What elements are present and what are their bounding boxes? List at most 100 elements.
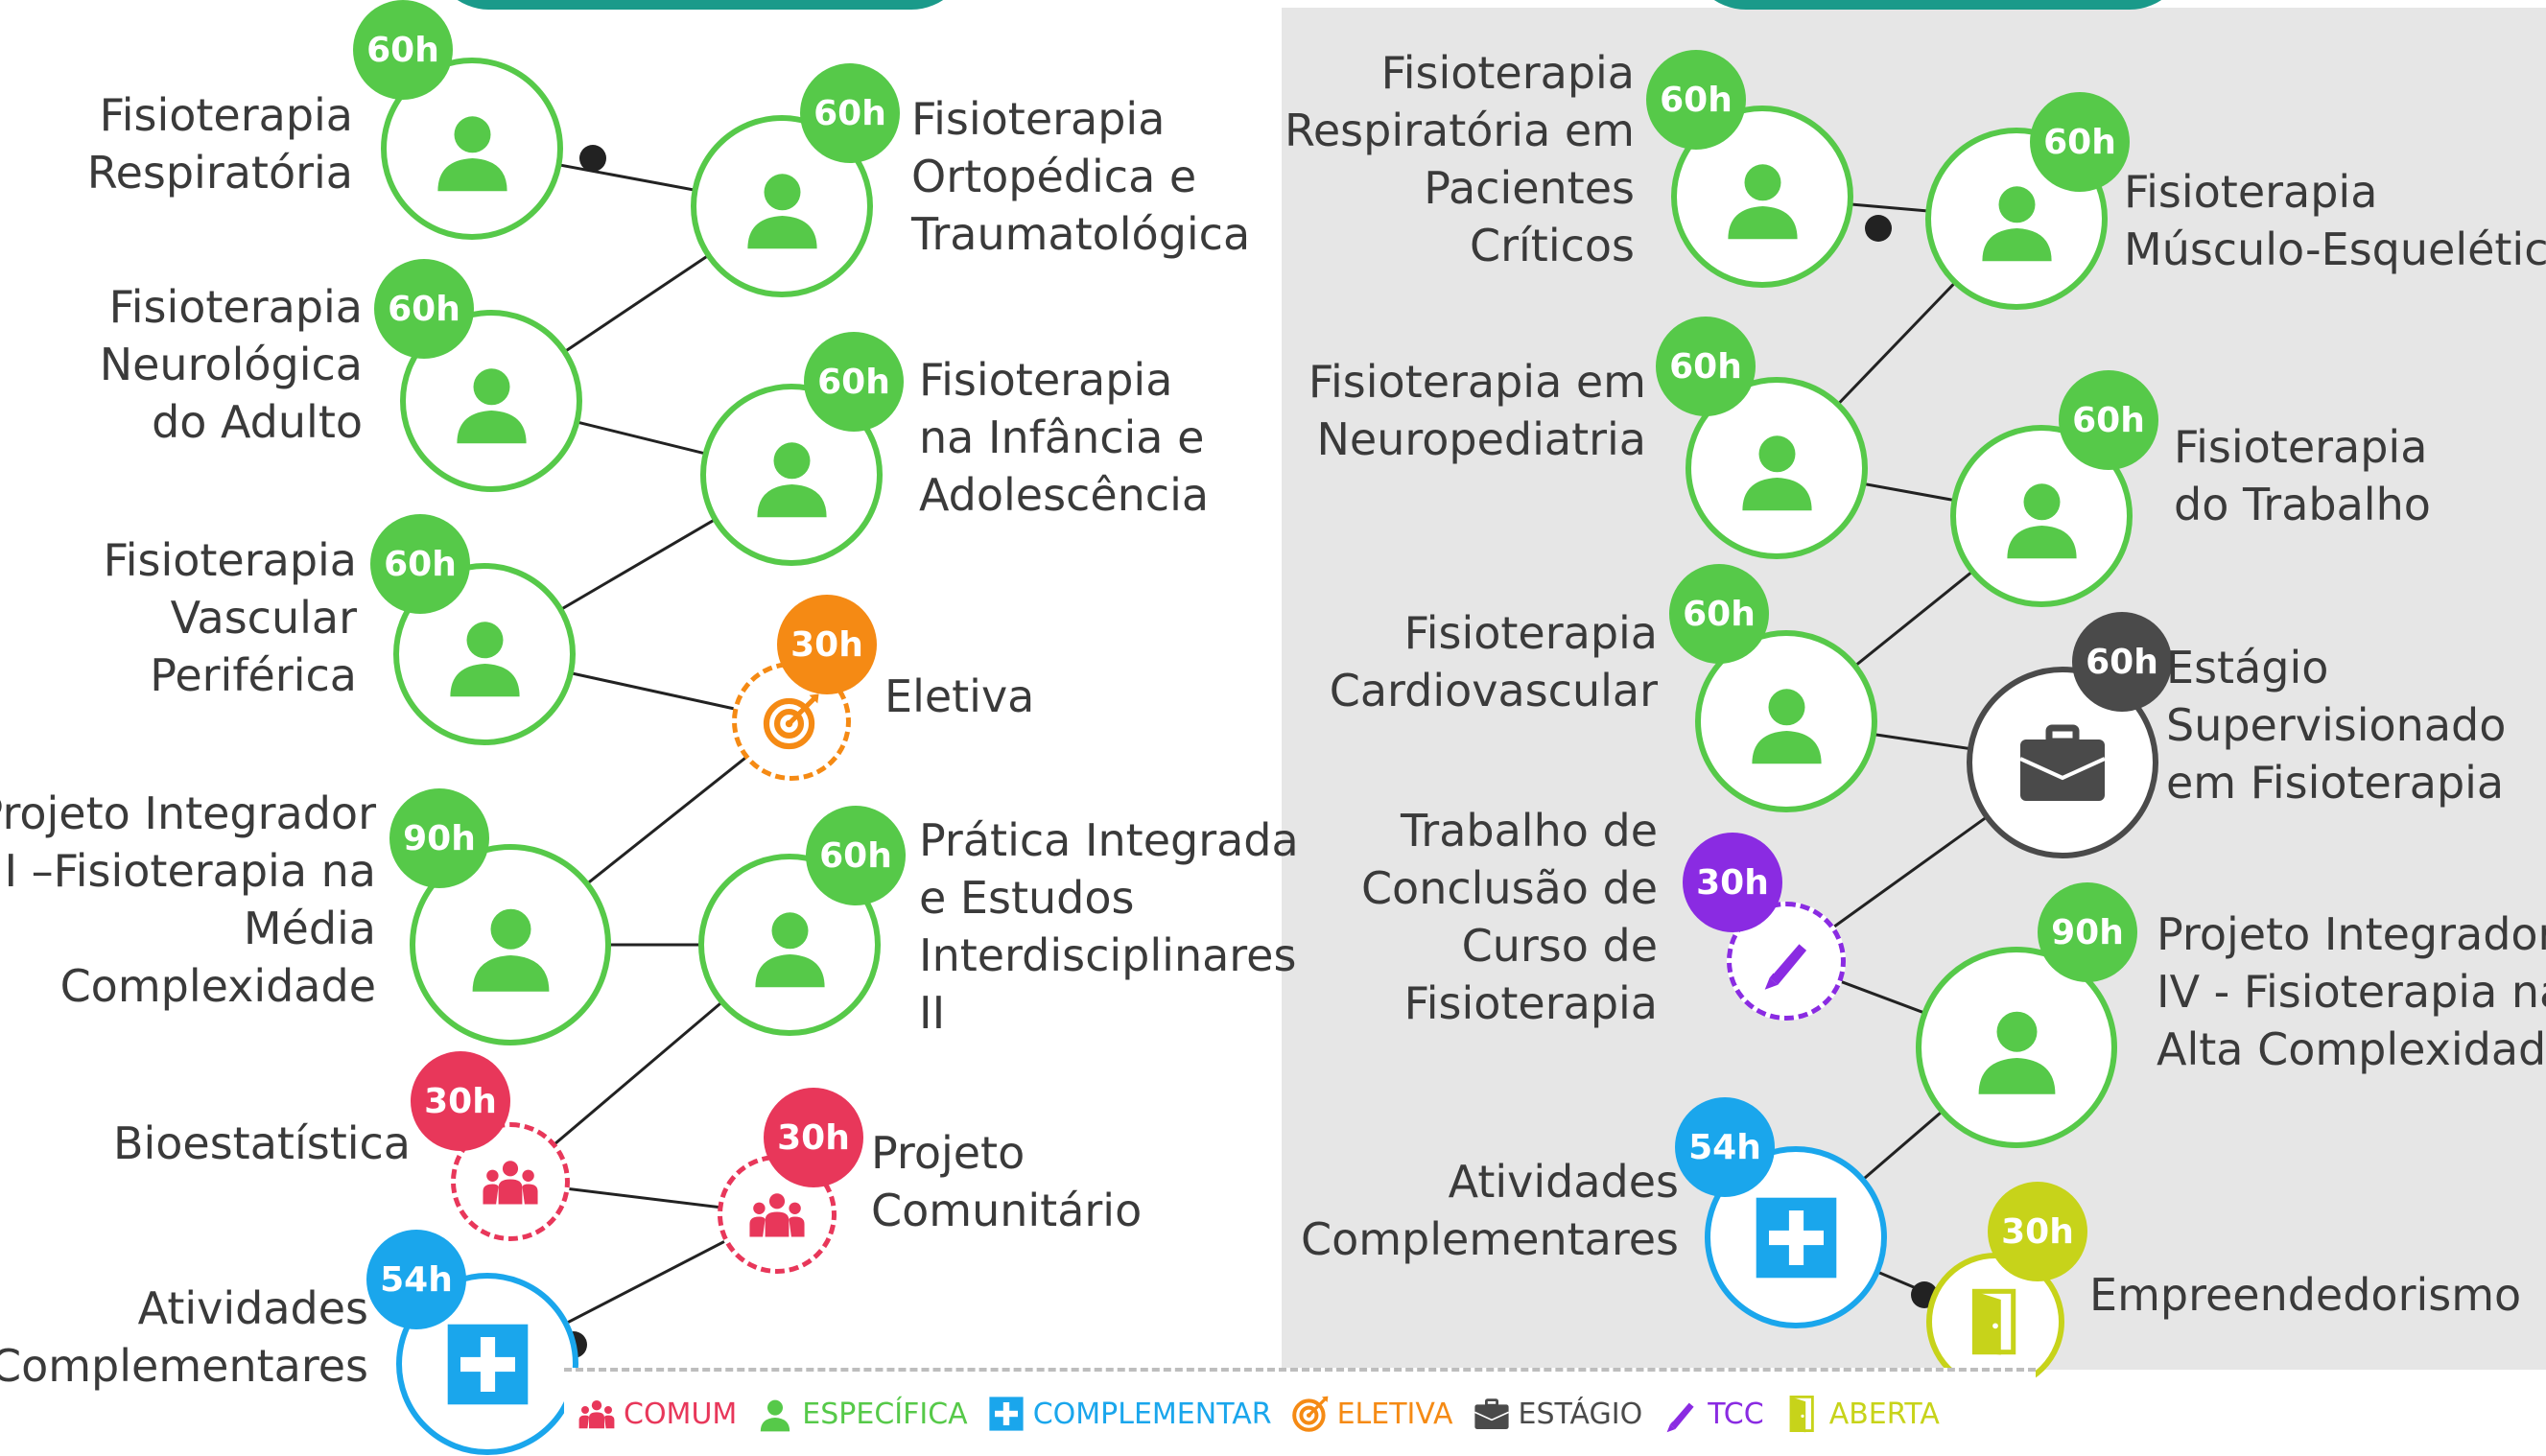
hours-badge: 90h	[389, 788, 489, 888]
course-label-line: Fisioterapia	[1403, 607, 1658, 659]
hours-badge: 60h	[1669, 564, 1769, 664]
course-label-line: Projeto Integrador	[0, 787, 376, 839]
plus-icon	[987, 1395, 1025, 1433]
left-top-banner	[432, 0, 969, 10]
person-icon	[1971, 174, 2063, 265]
course-label-line: Fisioterapia	[911, 93, 1166, 145]
course-label-line: Periférica	[150, 649, 357, 701]
course-label-line: Atividades	[1448, 1156, 1679, 1208]
legend-label: ESPECÍFICA	[802, 1397, 968, 1431]
course-label-line: Alta Complexidade	[2157, 1023, 2546, 1075]
course-label-line: Fisioterapia	[2124, 166, 2378, 218]
hours-badge: 60h	[806, 806, 906, 905]
course-label-line: Ortopédica e	[911, 151, 1197, 202]
course-label-line: Conclusão de	[1360, 862, 1658, 914]
course-node-proj-int-4	[1916, 947, 2117, 1148]
group-icon	[578, 1395, 616, 1433]
course-label-line: Complementares	[1300, 1213, 1679, 1265]
course-label-line: Críticos	[1469, 220, 1635, 271]
target-icon	[1291, 1395, 1330, 1433]
hours-badge: 30h	[764, 1088, 863, 1187]
door-icon	[1961, 1287, 2030, 1356]
course-node-fisio-musc	[1925, 128, 2108, 310]
hours-badge: 30h	[1683, 833, 1782, 932]
course-label-line: Cardiovascular	[1329, 665, 1658, 716]
plus-icon	[442, 1319, 533, 1410]
legend-label: COMUM	[624, 1397, 738, 1431]
course-label-line: Adolescência	[919, 469, 1210, 521]
target-icon	[762, 692, 821, 751]
course-label-line: Fisioterapia	[1403, 977, 1658, 1029]
person-icon	[737, 161, 828, 252]
course-label: Bioestatística	[113, 1115, 411, 1172]
course-label-line: na Infância e	[919, 411, 1205, 463]
right-top-banner	[1688, 0, 2187, 10]
course-label-line: Supervisionado	[2166, 699, 2507, 751]
course-label-line: Projeto	[871, 1127, 1025, 1179]
course-label-line: Neuropediatria	[1316, 413, 1647, 465]
hours-badge: 60h	[370, 514, 470, 614]
legend-label: TCC	[1708, 1397, 1764, 1431]
person-icon	[1967, 998, 2067, 1098]
pencil-icon	[1662, 1395, 1700, 1433]
connector-dot	[1865, 215, 1892, 242]
hours-badge: 54h	[1675, 1097, 1775, 1197]
course-label-line: do Trabalho	[2174, 479, 2431, 530]
legend: COMUM ESPECÍFICA COMPLEMENTAR ELETIVA ESTÁ…	[564, 1368, 2036, 1456]
hours-badge: 60h	[800, 63, 900, 163]
person-icon	[1732, 423, 1823, 514]
course-label-line: Respiratória em	[1284, 105, 1635, 156]
legend-item-complementar: COMPLEMENTAR	[987, 1395, 1272, 1433]
hours-badge: 60h	[1646, 50, 1746, 150]
hours-badge: 60h	[2030, 92, 2130, 192]
group-icon	[481, 1152, 540, 1211]
hours-badge: 60h	[2072, 612, 2172, 712]
course-label-line: III –Fisioterapia na	[0, 845, 376, 897]
course-label-line: Fisioterapia	[103, 534, 357, 586]
course-label-line: Músculo-Esquelética	[2124, 223, 2546, 275]
plus-icon	[1751, 1192, 1842, 1283]
course-label-line: Fisioterapia	[108, 281, 363, 333]
course-label-line: Prática Integrada	[919, 814, 1299, 866]
connector-dot	[579, 145, 606, 172]
course-label-line: Complexidade	[59, 960, 376, 1012]
person-icon	[744, 900, 836, 991]
course-label-line: Fisioterapia	[99, 89, 353, 141]
course-label-line: Projeto Integrador	[2157, 908, 2546, 960]
briefcase-icon	[2015, 715, 2110, 810]
group-icon	[747, 1185, 807, 1244]
course-label-line: Fisioterapia	[1380, 47, 1635, 99]
course-label-line: em Fisioterapia	[2166, 757, 2505, 809]
course-label: Empreendedorismo	[2089, 1266, 2521, 1324]
briefcase-icon	[1473, 1395, 1511, 1433]
legend-item-eletiva: ELETIVA	[1291, 1395, 1453, 1433]
course-node-fisio-neuroped	[1686, 377, 1868, 559]
person-icon	[439, 609, 530, 700]
course-label-line: Bioestatística	[112, 1117, 411, 1169]
hours-badge: 30h	[411, 1051, 510, 1151]
course-node-fisio-resp-crit	[1671, 106, 1853, 288]
course-label-line: do Adulto	[152, 396, 363, 448]
hours-badge: 60h	[804, 332, 904, 432]
course-label-line: Média	[243, 903, 376, 954]
course-label-line: Eletiva	[884, 670, 1035, 722]
legend-label: ESTÁGIO	[1518, 1397, 1643, 1431]
legend-item-especifica: ESPECÍFICA	[756, 1395, 968, 1433]
course-label-line: II	[919, 987, 946, 1039]
course-label-line: Respiratória	[86, 147, 353, 199]
course-label-line: Pacientes	[1424, 162, 1635, 214]
course-label-line: Atividades	[137, 1282, 368, 1334]
course-label-line: Complementares	[0, 1340, 368, 1392]
course-label-line: Fisioterapia	[919, 354, 1173, 406]
